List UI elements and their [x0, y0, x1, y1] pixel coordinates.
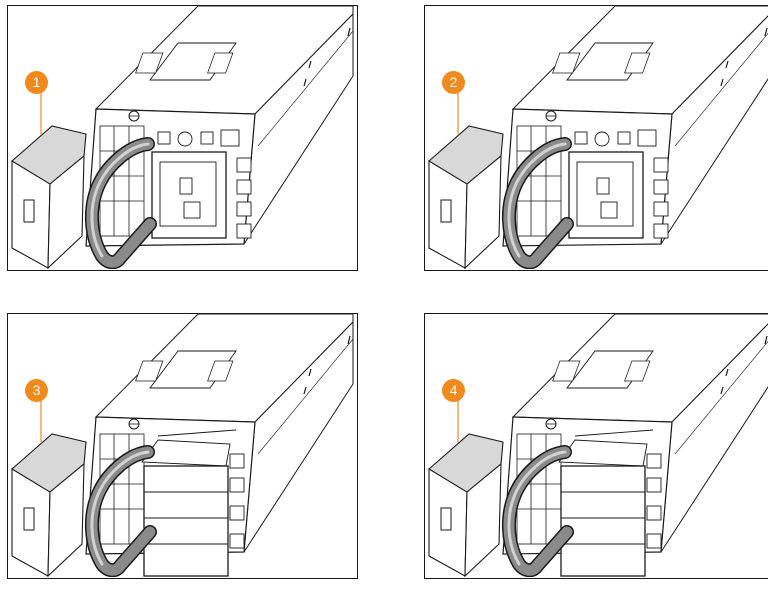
step-number-badge: 4	[442, 379, 465, 402]
psu-illustration	[8, 6, 354, 269]
step-3-panel: 3	[7, 313, 358, 579]
step-number-badge: 1	[25, 71, 48, 94]
psu-illustration	[425, 6, 768, 269]
step-number-badge: 3	[25, 379, 48, 402]
step-2-panel: 2	[424, 5, 768, 271]
psu-illustration	[425, 314, 768, 577]
step-number-badge: 2	[442, 71, 465, 94]
psu-illustration	[8, 314, 354, 577]
step-1-panel: 1	[7, 5, 358, 271]
step-4-panel: 4	[424, 313, 768, 579]
